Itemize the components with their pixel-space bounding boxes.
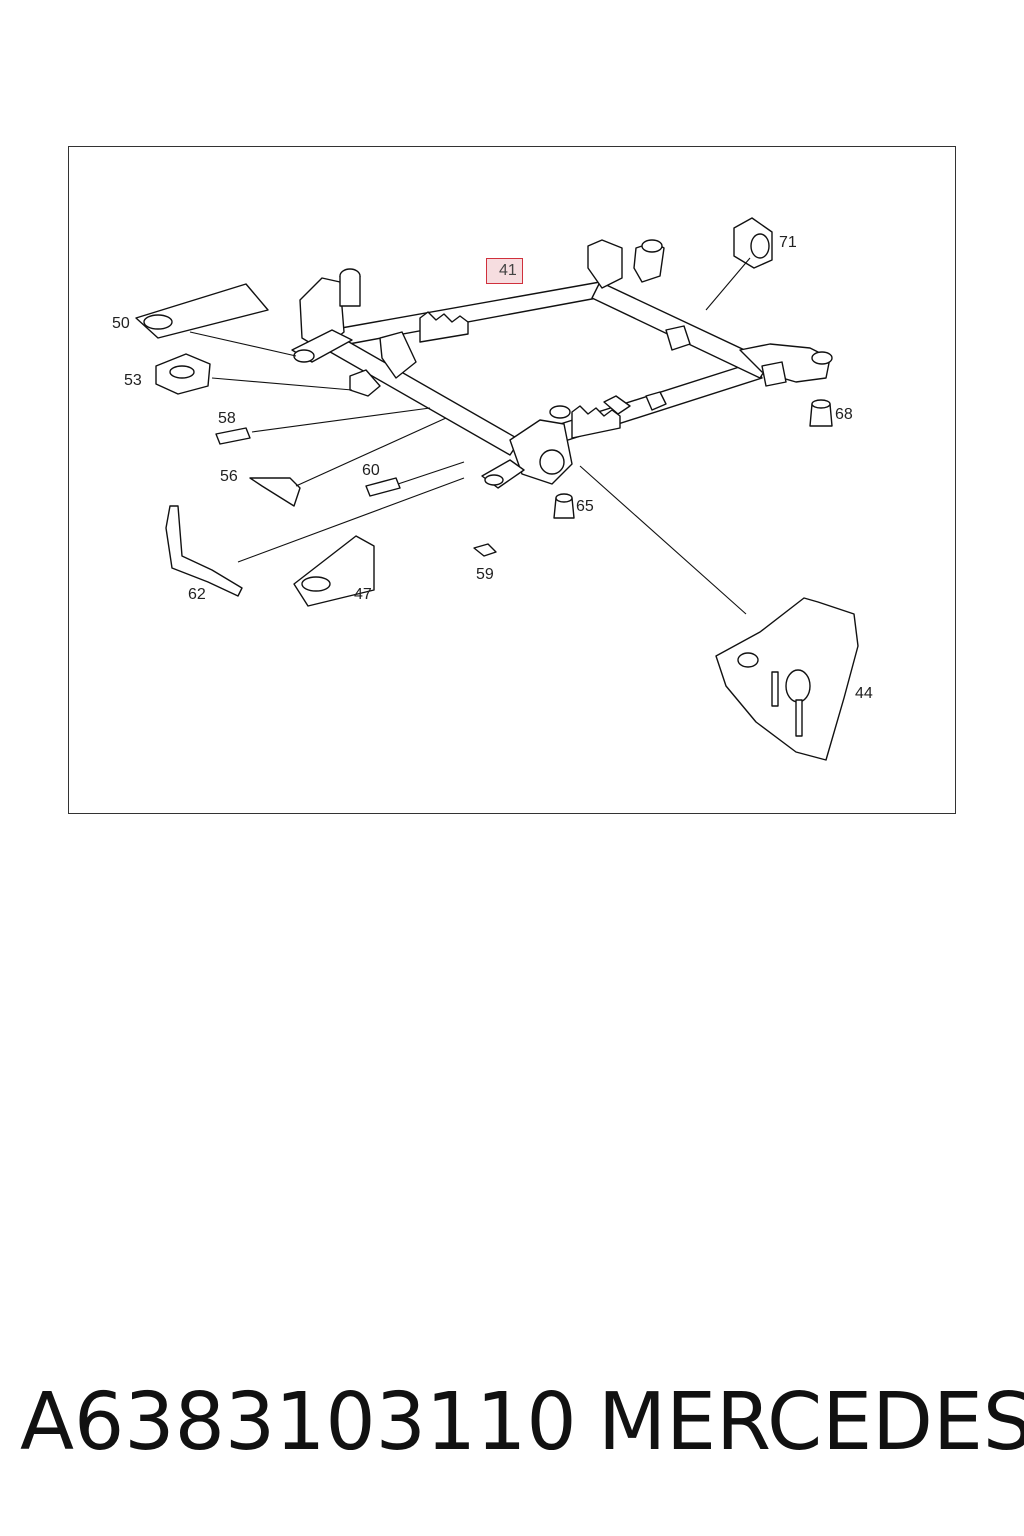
part-50-cover: [135, 283, 269, 339]
callout-50: 50: [112, 315, 130, 332]
callout-62: 62: [188, 586, 206, 603]
leader-53: [211, 377, 353, 391]
leader-50: [189, 331, 297, 357]
callout-53: 53: [124, 372, 142, 389]
callout-68: 68: [835, 406, 853, 423]
leader-62: [237, 477, 465, 563]
leader-44: [579, 465, 747, 615]
front-right-mount: [509, 419, 573, 485]
leader-60: [397, 461, 465, 485]
footer: A6383103110 MERCEDES: [20, 1372, 1024, 1472]
subframe-front-crossmember: [317, 329, 521, 456]
callout-56: 56: [220, 468, 238, 485]
callout-60: 60: [362, 462, 380, 479]
subframe-left-rail: [329, 281, 609, 347]
callout-58: 58: [218, 410, 236, 427]
leader-58: [251, 407, 431, 433]
leader-71: [705, 257, 751, 311]
rear-crossmember-bushing: [665, 325, 691, 351]
front-center-bracket: [379, 331, 417, 379]
part-59-clip: [473, 543, 497, 557]
left-rail-boot: [419, 311, 469, 343]
part-58-tab: [215, 427, 251, 445]
leader-56: [295, 417, 447, 487]
part-60-plate: [365, 477, 401, 497]
rear-left-mount: [587, 239, 623, 289]
part-number: A6383103110: [20, 1376, 577, 1468]
callout-71: 71: [779, 234, 797, 251]
callout-47: 47: [354, 586, 372, 603]
callout-65: 65: [576, 498, 594, 515]
right-rail-boot: [571, 405, 621, 439]
callout-59: 59: [476, 566, 494, 583]
callout-41: 41: [486, 258, 523, 284]
part-62-bracket: [165, 505, 243, 597]
callout-44: 44: [855, 685, 873, 702]
brand-name: MERCEDES: [598, 1376, 1024, 1468]
part-56-bracket: [249, 477, 301, 507]
